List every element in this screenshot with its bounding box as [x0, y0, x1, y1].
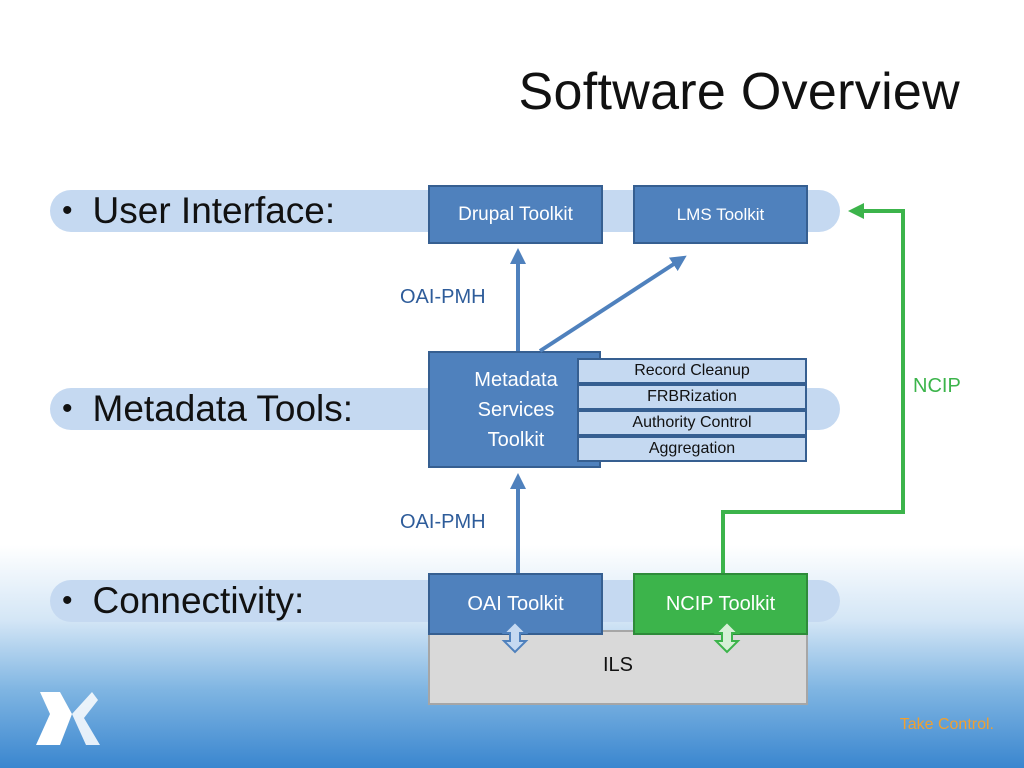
oai-ils-double-arrow-icon [501, 620, 529, 654]
ils-box: ILS [428, 630, 808, 705]
drupal-toolkit-box: Drupal Toolkit [428, 185, 603, 244]
ncip-toolkit-label: NCIP Toolkit [665, 592, 776, 615]
lms-toolkit-box: LMS Toolkit [633, 185, 808, 244]
metadata-services-toolkit-box: Metadata Services Toolkit [428, 351, 601, 468]
mst-line-1: Metadata [474, 368, 558, 391]
metadata-services-toolkit-label: Metadata Services Toolkit [464, 365, 568, 455]
ils-label: ILS [602, 654, 634, 676]
lms-toolkit-label: LMS Toolkit [676, 204, 765, 224]
arrow-ncip-to-ui [721, 203, 905, 573]
tagline: Take Control. [899, 716, 994, 733]
bullet-label: Connectivity: [92, 580, 305, 621]
bullet-label: Metadata Tools: [92, 388, 354, 429]
service-aggregation: Aggregation [577, 436, 807, 462]
bullet-icon: • [62, 392, 73, 425]
oai-toolkit-label: OAI Toolkit [467, 592, 564, 615]
bullet-icon: • [62, 584, 73, 617]
bullet-user-interface: • User Interface: [62, 190, 335, 232]
mst-line-3: Toolkit [487, 428, 545, 451]
bullet-icon: • [62, 194, 73, 227]
service-authority-control: Authority Control [577, 410, 807, 436]
ncip-ils-double-arrow-icon [713, 620, 741, 654]
arrow-mst-to-lms [538, 255, 687, 353]
slide-title: Software Overview [518, 63, 960, 121]
logo-icon [36, 692, 100, 745]
edge-label-oai-pmh-upper: OAI-PMH [400, 286, 486, 308]
edge-label-oai-pmh-lower: OAI-PMH [400, 511, 486, 533]
mst-line-2: Services [477, 398, 555, 421]
service-record-cleanup: Record Cleanup [577, 358, 807, 384]
bullet-metadata-tools: • Metadata Tools: [62, 388, 353, 430]
service-frbrization: FRBRization [577, 384, 807, 410]
bullet-label: User Interface: [92, 190, 336, 231]
bullet-connectivity: • Connectivity: [62, 580, 304, 622]
drupal-toolkit-label: Drupal Toolkit [458, 203, 573, 225]
edge-label-ncip: NCIP [913, 375, 961, 397]
